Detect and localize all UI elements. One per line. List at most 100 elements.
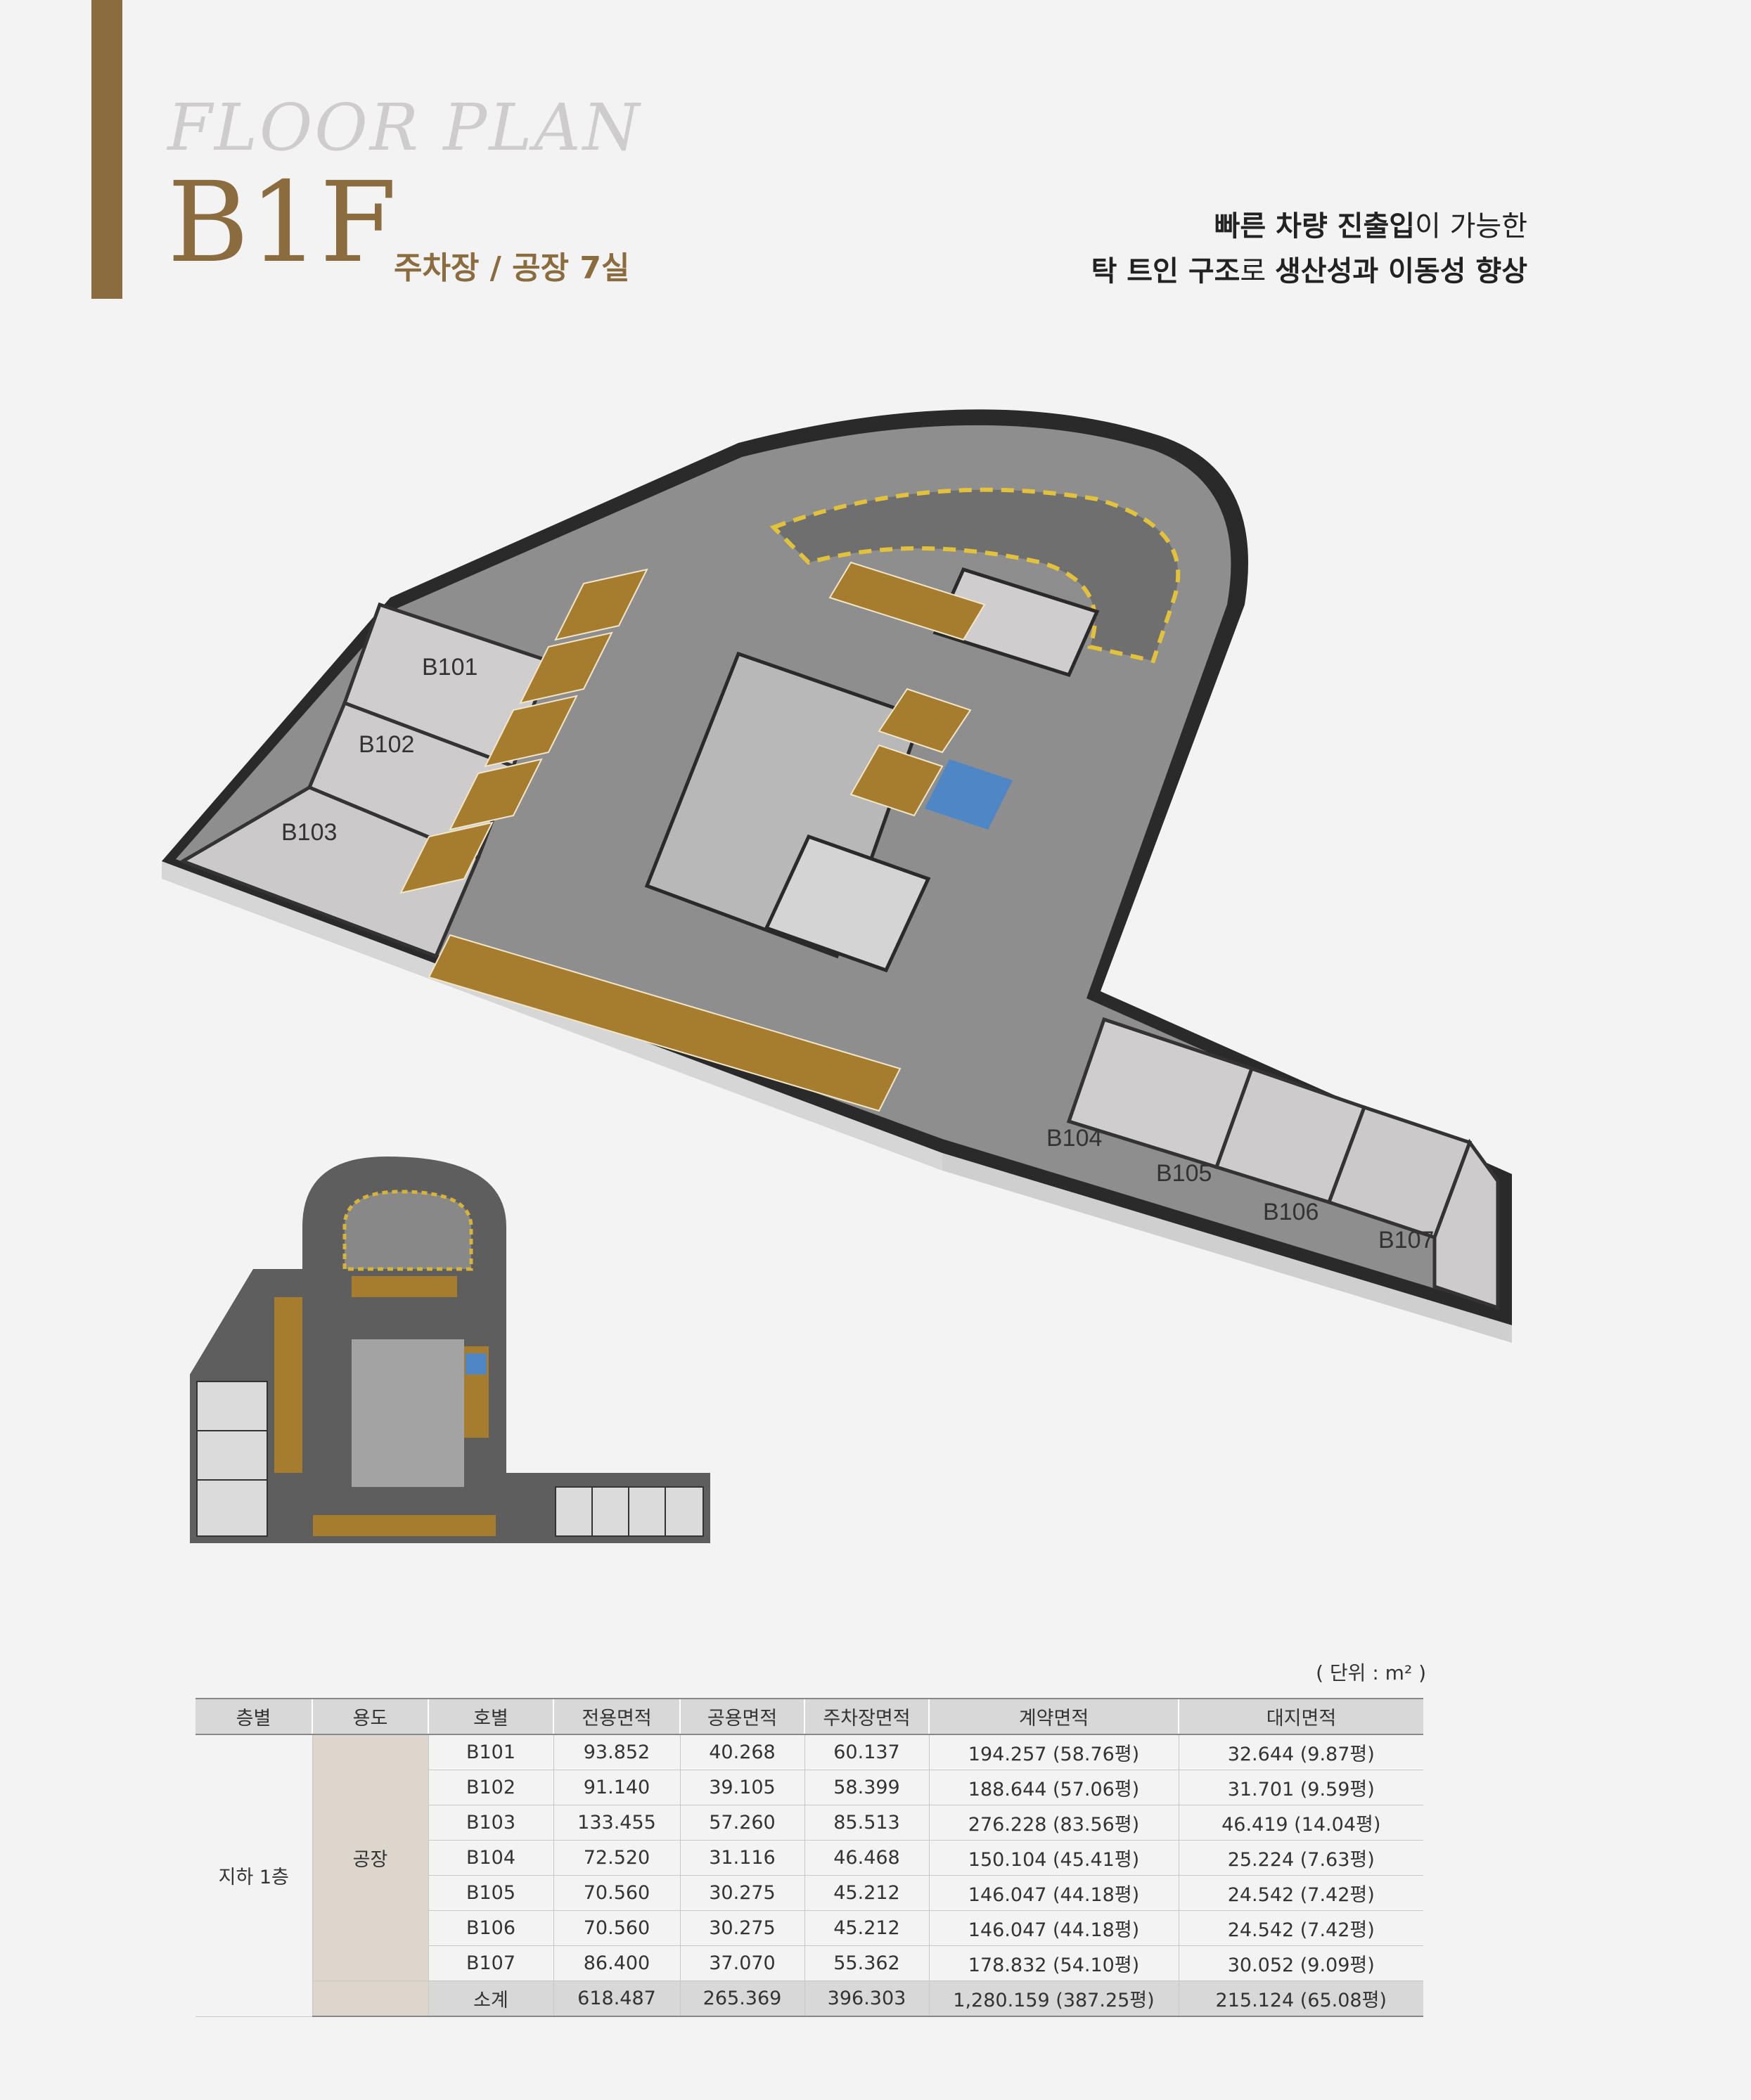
col-header: 주차장면적 [804, 1698, 929, 1735]
cell: 178.832 (54.10평) [928, 1945, 1179, 1981]
cell: 24.542 (7.42평) [1178, 1910, 1423, 1946]
table-row: B107 86.400 37.070 55.362 178.832 (54.10… [195, 1945, 1423, 1981]
use-cell: 공장 [312, 1734, 428, 1981]
col-header: 호별 [428, 1698, 553, 1735]
cell: 276.228 (83.56평) [928, 1805, 1179, 1841]
tagline-bold-1: 빠른 차량 진출입 [1214, 210, 1416, 243]
cell: 58.399 [804, 1770, 929, 1805]
mini-accessible-parking [466, 1353, 487, 1374]
mini-room-b101 [196, 1381, 268, 1431]
col-header: 공용면적 [679, 1698, 804, 1735]
page-subtitle: 주차장 / 공장 7실 [394, 250, 630, 286]
tagline: 빠른 차량 진출입이 가능한 탁 트인 구조로 생산성과 이동성 향상 [1091, 204, 1527, 294]
subtotal-empty [312, 1980, 428, 2017]
unit-label-b106: B106 [1263, 1199, 1319, 1225]
subtotal-cell: 265.369 [679, 1980, 804, 2017]
cell: 31.701 (9.59평) [1178, 1770, 1423, 1805]
cell: 86.400 [553, 1945, 680, 1981]
page-title: B1F [167, 158, 397, 288]
tagline-mid-2: 로 [1240, 255, 1275, 288]
cell: 194.257 (58.76평) [928, 1734, 1179, 1770]
unit-label-b107: B107 [1378, 1227, 1434, 1254]
cell: 30.275 [679, 1910, 804, 1946]
cell: B104 [428, 1840, 553, 1876]
floor-plan-mini [190, 1157, 710, 1543]
col-header: 전용면적 [553, 1698, 680, 1735]
cell: 72.520 [553, 1840, 680, 1876]
subtotal-row: 소계 618.487 265.369 396.303 1,280.159 (38… [195, 1980, 1423, 2017]
tagline-line-1: 빠른 차량 진출입이 가능한 [1091, 204, 1527, 249]
ramp [769, 487, 1181, 664]
table-row: B103 133.455 57.260 85.513 276.228 (83.5… [195, 1805, 1423, 1841]
col-header: 용도 [312, 1698, 428, 1735]
cell: 30.052 (9.09평) [1178, 1945, 1423, 1981]
cell: 25.224 (7.63평) [1178, 1840, 1423, 1876]
accessible-parking [925, 759, 1013, 830]
cell: 60.137 [804, 1734, 929, 1770]
cell: 146.047 (44.18평) [928, 1875, 1179, 1911]
cell: 37.070 [679, 1945, 804, 1981]
cell: 91.140 [553, 1770, 680, 1805]
cell: 133.455 [553, 1805, 680, 1841]
mini-room-b107 [665, 1486, 704, 1537]
cell: 46.468 [804, 1840, 929, 1876]
cell: 70.560 [553, 1875, 680, 1911]
cell: 31.116 [679, 1840, 804, 1876]
cell: 93.852 [553, 1734, 680, 1770]
table-header-row: 층별 용도 호별 전용면적 공용면적 주차장면적 계약면적 대지면적 [195, 1698, 1423, 1735]
col-header: 계약면적 [928, 1698, 1179, 1735]
cell: 57.260 [679, 1805, 804, 1841]
subtotal-cell: 618.487 [553, 1980, 680, 2017]
room-b103 [179, 785, 481, 959]
cell: 188.644 (57.06평) [928, 1770, 1179, 1805]
tagline-line-2: 탁 트인 구조로 생산성과 이동성 향상 [1091, 249, 1527, 294]
accent-bar [91, 0, 122, 299]
cell: 24.542 (7.42평) [1178, 1875, 1423, 1911]
plan-slab-edge [162, 861, 942, 1171]
mini-core [352, 1339, 464, 1487]
subtotal-cell: 396.303 [804, 1980, 929, 2017]
cell: 85.513 [804, 1805, 929, 1841]
cell: 45.212 [804, 1910, 929, 1946]
plan-slab-edge-right [942, 1153, 1512, 1343]
cell: 46.419 (14.04평) [1178, 1805, 1423, 1841]
tagline-bold-2: 탁 트인 구조 [1091, 255, 1240, 288]
col-header: 대지면적 [1178, 1698, 1423, 1735]
cell: B106 [428, 1910, 553, 1946]
cell: 70.560 [553, 1910, 680, 1946]
subtotal-label: 소계 [428, 1980, 553, 2017]
cell: B105 [428, 1875, 553, 1911]
floor-plan-isometric: B101 B102 B103 B104 B105 B106 B107 [162, 409, 1512, 1343]
unit-label-b104: B104 [1046, 1125, 1102, 1152]
area-table: 층별 용도 호별 전용면적 공용면적 주차장면적 계약면적 대지면적 지하 1층… [195, 1698, 1423, 2017]
cell: 150.104 (45.41평) [928, 1840, 1179, 1876]
col-header: 층별 [195, 1698, 312, 1735]
cell: 146.047 (44.18평) [928, 1910, 1179, 1946]
core-room-south [764, 834, 931, 973]
mini-room-b105 [591, 1486, 629, 1537]
unit-label-b102: B102 [359, 731, 414, 758]
subtotal-cell: 215.124 (65.08평) [1178, 1980, 1423, 2017]
mini-room-b106 [628, 1486, 666, 1537]
table-row: B106 70.560 30.275 45.212 146.047 (44.18… [195, 1910, 1423, 1946]
subtotal-cell: 1,280.159 (387.25평) [928, 1980, 1179, 2017]
cell: 45.212 [804, 1875, 929, 1911]
room-b107 [1432, 1138, 1500, 1310]
cell: 40.268 [679, 1734, 804, 1770]
tagline-bold-3: 생산성과 이동성 향상 [1274, 255, 1527, 288]
mini-ramp [342, 1190, 473, 1271]
mini-room-b104 [555, 1486, 593, 1537]
unit-label-b103: B103 [281, 819, 337, 846]
header-eyebrow: FLOOR PLAN [167, 90, 642, 165]
parking-slots [399, 561, 986, 1112]
unit-label-b105: B105 [1156, 1160, 1212, 1187]
table-row: 지하 1층 공장 B101 93.852 40.268 60.137 194.2… [195, 1734, 1423, 2017]
unit-note: ( 단위 : m² ) [1316, 1661, 1426, 1684]
mini-room-b102 [196, 1430, 268, 1481]
table-row: B102 91.140 39.105 58.399 188.644 (57.06… [195, 1770, 1423, 1805]
table-row: B104 72.520 31.116 46.468 150.104 (45.41… [195, 1840, 1423, 1876]
cell: 39.105 [679, 1770, 804, 1805]
cell: 30.275 [679, 1875, 804, 1911]
cell: B102 [428, 1770, 553, 1805]
cell: 55.362 [804, 1945, 929, 1981]
